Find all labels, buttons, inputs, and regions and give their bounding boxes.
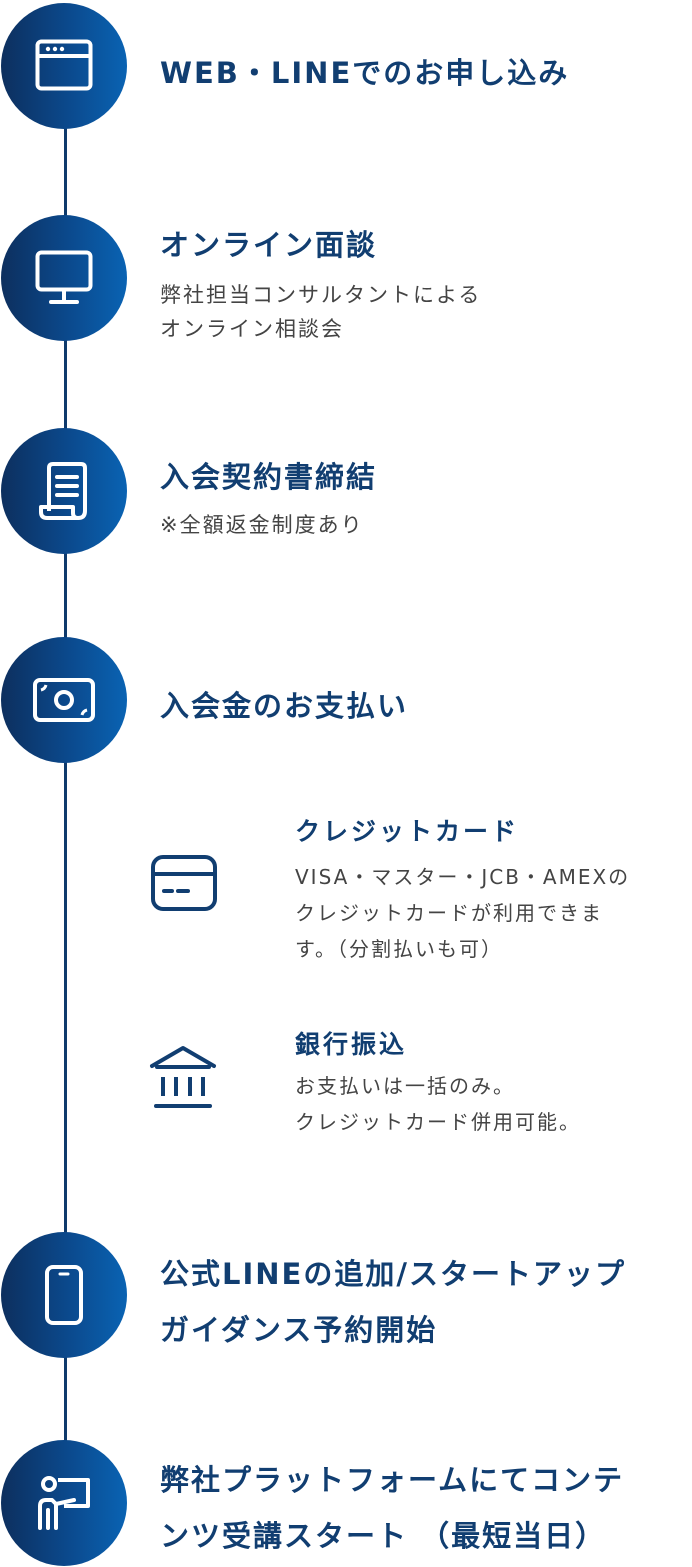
step-3-circle: [1, 428, 127, 554]
step-6-circle: [1, 1440, 127, 1566]
bank-transfer-description-line: クレジットカード併用可能。: [295, 1110, 581, 1134]
cash-bill-icon: [32, 676, 96, 724]
step-2-title: オンライン面談: [160, 228, 378, 262]
step-6-title-line: ンツ受講スタート （最短当日）: [160, 1519, 607, 1553]
step-5-title-line: 公式LINEの追加/スタートアップ: [160, 1257, 626, 1291]
step-4-circle: [1, 637, 127, 763]
document-scroll-icon: [35, 461, 93, 521]
credit-card-description: VISA・マスター・JCB・AMEXの クレジットカードが利用できま す。（分割…: [295, 859, 630, 967]
monitor-icon: [35, 250, 93, 306]
step-2-circle: [1, 215, 127, 341]
credit-card-icon: [150, 852, 218, 918]
smartphone-icon: [44, 1264, 84, 1326]
credit-card-description-line: VISA・マスター・JCB・AMEXの: [295, 865, 631, 889]
credit-card-title: クレジットカード: [295, 817, 520, 846]
step-3-description: ※全額返金制度あり: [160, 508, 364, 542]
step-6-title: 弊社プラットフォームにてコンテ ンツ受講スタート （最短当日）: [160, 1452, 624, 1564]
step-5-circle: [1, 1232, 127, 1358]
bank-transfer-description: お支払いは一括のみ。 クレジットカード併用可能。: [295, 1068, 581, 1140]
step-2-description: 弊社担当コンサルタントによる オンライン相談会: [160, 278, 481, 346]
timeline-line: [64, 66, 67, 1502]
step-3-description-line: ※全額返金制度あり: [160, 513, 364, 537]
step-1-title: WEB・LINEでのお申し込み: [160, 56, 570, 90]
step-5-title: 公式LINEの追加/スタートアップ ガイダンス予約開始: [160, 1246, 626, 1358]
step-4-title: 入会金のお支払い: [160, 689, 409, 723]
step-2-description-line: 弊社担当コンサルタントによる: [160, 283, 482, 307]
presenter-icon: [34, 1474, 94, 1532]
bank-transfer-description-line: お支払いは一括のみ。: [295, 1074, 515, 1098]
step-1-circle: [1, 3, 127, 129]
step-2-description-line: オンライン相談会: [160, 317, 344, 341]
bank-transfer-title: 銀行振込: [295, 1030, 408, 1059]
browser-window-icon: [35, 39, 93, 93]
step-5-title-line: ガイダンス予約開始: [160, 1313, 438, 1347]
credit-card-description-line: す。（分割払いも可）: [295, 937, 503, 961]
credit-card-description-line: クレジットカードが利用できま: [295, 901, 603, 925]
step-6-title-line: 弊社プラットフォームにてコンテ: [160, 1463, 625, 1497]
step-3-title: 入会契約書締結: [160, 460, 378, 494]
bank-icon: [148, 1044, 218, 1114]
